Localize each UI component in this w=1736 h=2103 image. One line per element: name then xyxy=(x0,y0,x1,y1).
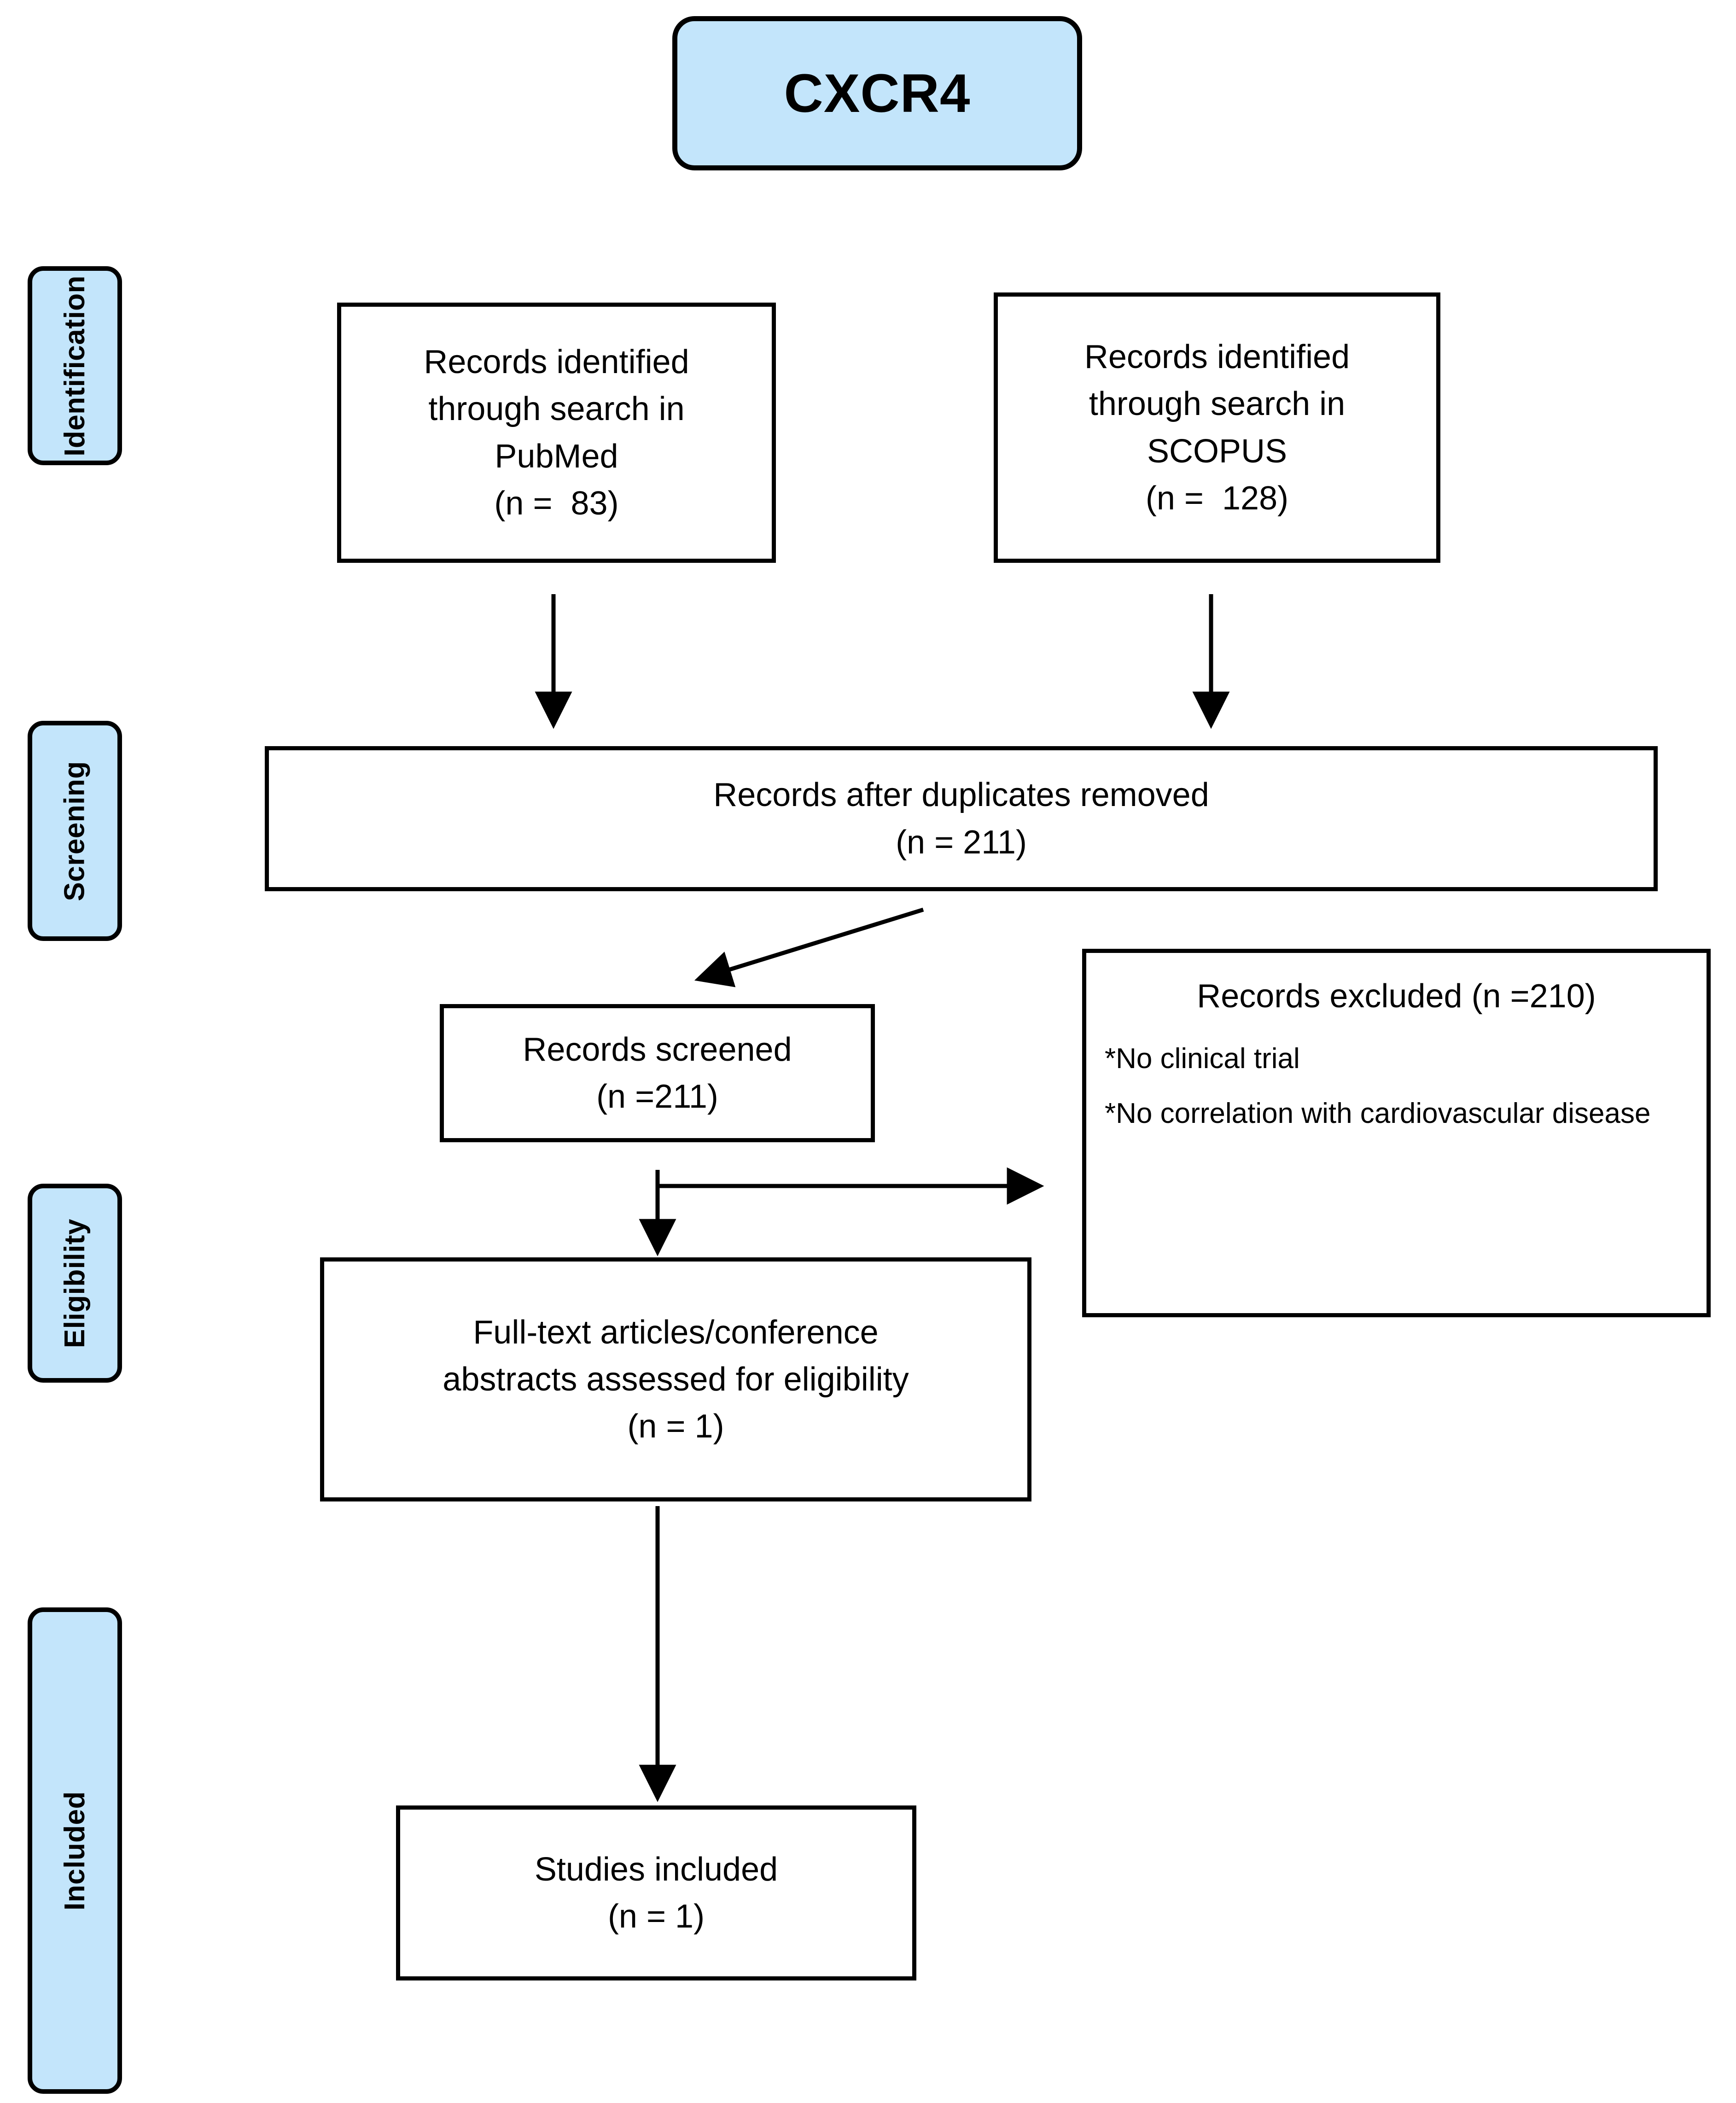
box-fulltext-count: (n = 1) xyxy=(627,1408,724,1445)
box-scopus-line-1: Records identified xyxy=(1084,339,1350,376)
box-screened-count: (n =211) xyxy=(596,1078,718,1115)
stage-label-eligibility: Eligibility xyxy=(28,1184,122,1383)
stage-label-identification: Identification xyxy=(28,266,122,465)
box-screened-line-1: Records screened xyxy=(523,1031,792,1068)
arrow-duplicates-to-screened xyxy=(694,907,924,987)
box-records-excluded: Records excluded (n =210) *No clinical t… xyxy=(1082,949,1711,1317)
stage-label-eligibility-text: Eligibility xyxy=(59,1218,91,1348)
box-duplicates-count: (n = 211) xyxy=(896,824,1027,861)
box-records-screened: Records screened (n =211) xyxy=(440,1004,875,1142)
box-pubmed-line-3: PubMed xyxy=(495,438,618,475)
box-fulltext-line-1: Full-text articles/conference xyxy=(473,1314,879,1351)
box-records-identified-pubmed: Records identified through search in Pub… xyxy=(337,303,776,563)
box-pubmed-line-1: Records identified xyxy=(424,344,689,381)
box-excluded-reason-2: *No correlation with cardiovascular dise… xyxy=(1105,1097,1651,1129)
box-excluded-title: Records excluded (n =210) xyxy=(1197,978,1596,1015)
box-studies-included: Studies included (n = 1) xyxy=(396,1805,916,1980)
stage-label-included: Included xyxy=(28,1607,122,2094)
box-fulltext-line-2: abstracts assessed for eligibility xyxy=(443,1361,909,1398)
box-scopus-count: (n = 128) xyxy=(1145,479,1289,517)
box-included-count: (n = 1) xyxy=(607,1898,705,1935)
diagram-title-box: CXCR4 xyxy=(672,16,1082,170)
box-duplicates-line-1: Records after duplicates removed xyxy=(713,777,1209,814)
stage-label-screening-text: Screening xyxy=(59,760,91,901)
box-scopus-line-3: SCOPUS xyxy=(1147,432,1287,470)
box-included-line-1: Studies included xyxy=(534,1851,778,1888)
box-records-after-duplicates-removed: Records after duplicates removed (n = 21… xyxy=(265,746,1658,891)
box-pubmed-count: (n = 83) xyxy=(494,485,619,522)
page-title: CXCR4 xyxy=(784,63,971,124)
box-records-identified-scopus: Records identified through search in SCO… xyxy=(994,292,1440,563)
box-fulltext-articles-assessed: Full-text articles/conference abstracts … xyxy=(320,1257,1031,1501)
box-pubmed-line-2: through search in xyxy=(428,391,685,428)
stage-label-included-text: Included xyxy=(59,1791,91,1910)
box-excluded-reason-1: *No clinical trial xyxy=(1105,1042,1300,1075)
box-scopus-line-2: through search in xyxy=(1089,386,1346,423)
stage-label-identification-text: Identification xyxy=(59,275,91,456)
stage-label-screening: Screening xyxy=(28,721,122,941)
